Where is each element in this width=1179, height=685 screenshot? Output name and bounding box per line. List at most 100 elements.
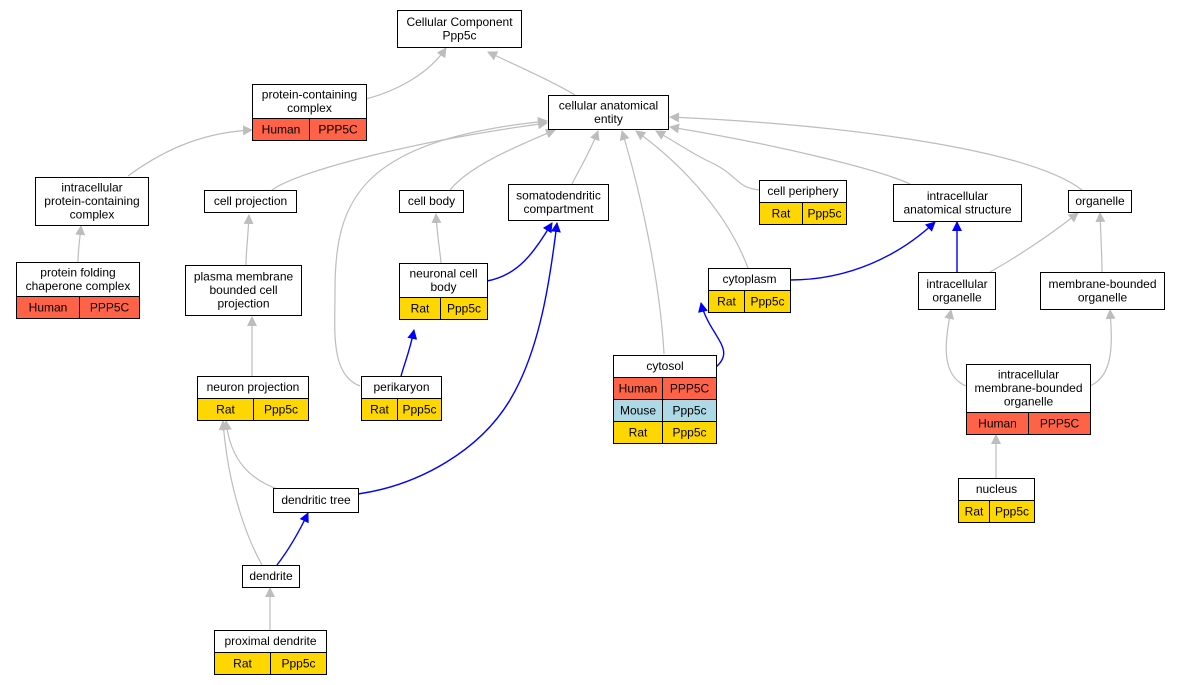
edge-intorg-organelle xyxy=(989,212,1079,273)
node-title-line: organelle xyxy=(1004,395,1054,409)
edge-cytosol-cytoplasm xyxy=(698,302,725,368)
gene-label: Ppp5c xyxy=(672,426,706,440)
edges-layer xyxy=(75,47,1116,630)
edge-pmbcp-cellproj xyxy=(243,214,254,266)
species-label: Human xyxy=(619,382,658,396)
species-label: Rat xyxy=(965,505,984,519)
node-title-line: cytoplasm xyxy=(722,272,776,286)
edge-dendtree-somato xyxy=(357,222,561,495)
species-label: Rat xyxy=(370,403,389,417)
edge-ncb-somato xyxy=(486,222,553,282)
node-title-line: intracellular xyxy=(61,181,122,195)
node-title-line: complex xyxy=(287,101,332,115)
gene-cell xyxy=(662,421,717,444)
species-label: Rat xyxy=(216,403,235,417)
node-title-line: chaperone complex xyxy=(26,279,131,293)
node-title-box xyxy=(185,265,302,316)
node-title-line: anatomical structure xyxy=(903,202,1011,216)
gene-cell xyxy=(79,296,140,319)
gene-cell xyxy=(309,118,367,141)
node-title-line: neuronal cell xyxy=(409,266,477,280)
gene-label: PPP5C xyxy=(670,382,710,396)
edge-mbo-organelle xyxy=(1095,212,1106,273)
node-dendrite[interactable]: dendrite xyxy=(242,565,300,588)
node-title-line: intracellular xyxy=(998,368,1059,382)
species-label: Human xyxy=(262,123,301,137)
edge-ncb-cellbody xyxy=(431,213,442,264)
species-label: Rat xyxy=(629,426,648,440)
node-imbo[interactable]: intracellularmembrane-boundedorganelleHu… xyxy=(966,364,1091,435)
node-title-line: membrane-bounded xyxy=(1048,277,1156,291)
edge-imbo-intorg xyxy=(944,309,967,387)
species-label: Rat xyxy=(717,295,736,309)
gene-label: Ppp5c xyxy=(995,505,1029,519)
species-label: Rat xyxy=(772,207,791,221)
node-title-box xyxy=(273,488,359,513)
node-title-box xyxy=(204,190,297,213)
node-title-line: nucleus xyxy=(976,482,1017,496)
edge-cytosol-cae xyxy=(619,130,665,355)
node-title-line: cell body xyxy=(408,194,455,208)
edge-perikaryon-cae xyxy=(334,116,548,387)
node-title-box xyxy=(397,10,522,48)
edge-cellperiph-cae xyxy=(655,130,761,191)
gene-label: Ppp5c xyxy=(281,657,315,671)
node-title-line: somatodendritic xyxy=(516,188,601,202)
edge-ias-cae xyxy=(669,123,911,185)
node-title-line: intracellular xyxy=(926,277,987,291)
node-title-line: membrane-bounded xyxy=(974,381,1082,395)
node-title-line: body xyxy=(430,280,456,294)
edge-organelle-cae xyxy=(669,112,1083,191)
edge-dendrite-neuronproj xyxy=(218,420,263,566)
node-title-line: protein-containing xyxy=(44,194,139,208)
node-title-line: dendritic tree xyxy=(281,493,351,507)
edge-cytoplasm-cae xyxy=(635,130,749,269)
gene-cell xyxy=(989,500,1035,523)
node-dendtree[interactable]: dendritic tree xyxy=(273,488,359,513)
node-title-box xyxy=(242,565,300,588)
node-title-line: intracellular xyxy=(927,189,988,203)
species-label: Rat xyxy=(411,302,430,316)
gene-cell xyxy=(397,398,442,421)
node-title-line: organelle xyxy=(1078,290,1128,304)
node-title-box xyxy=(893,184,1022,222)
edge-cellbody-cae xyxy=(449,128,556,191)
gene-label: PPP5C xyxy=(1040,417,1080,431)
node-title-line: proximal dendrite xyxy=(224,634,316,648)
node-title-box xyxy=(508,184,609,221)
node-organelle[interactable]: organelle xyxy=(1068,190,1132,213)
gene-label: PPP5C xyxy=(90,301,130,315)
edge-somato-cae xyxy=(571,130,600,185)
node-title-box xyxy=(1068,190,1132,213)
node-title-line: protein folding xyxy=(40,265,115,279)
node-cellproj[interactable]: cell projection xyxy=(204,190,297,213)
species-label: Mouse xyxy=(620,404,656,418)
edge-dendrite-dendtree xyxy=(276,512,309,566)
node-title-line: projection xyxy=(217,297,269,311)
node-title-box xyxy=(548,95,669,130)
node-cellbody[interactable]: cell body xyxy=(399,190,464,213)
gene-label: Ppp5c xyxy=(672,404,706,418)
edge-pcc-root xyxy=(365,47,447,100)
edge-perikaryon-ncb xyxy=(400,329,418,377)
gene-cell xyxy=(253,398,309,421)
